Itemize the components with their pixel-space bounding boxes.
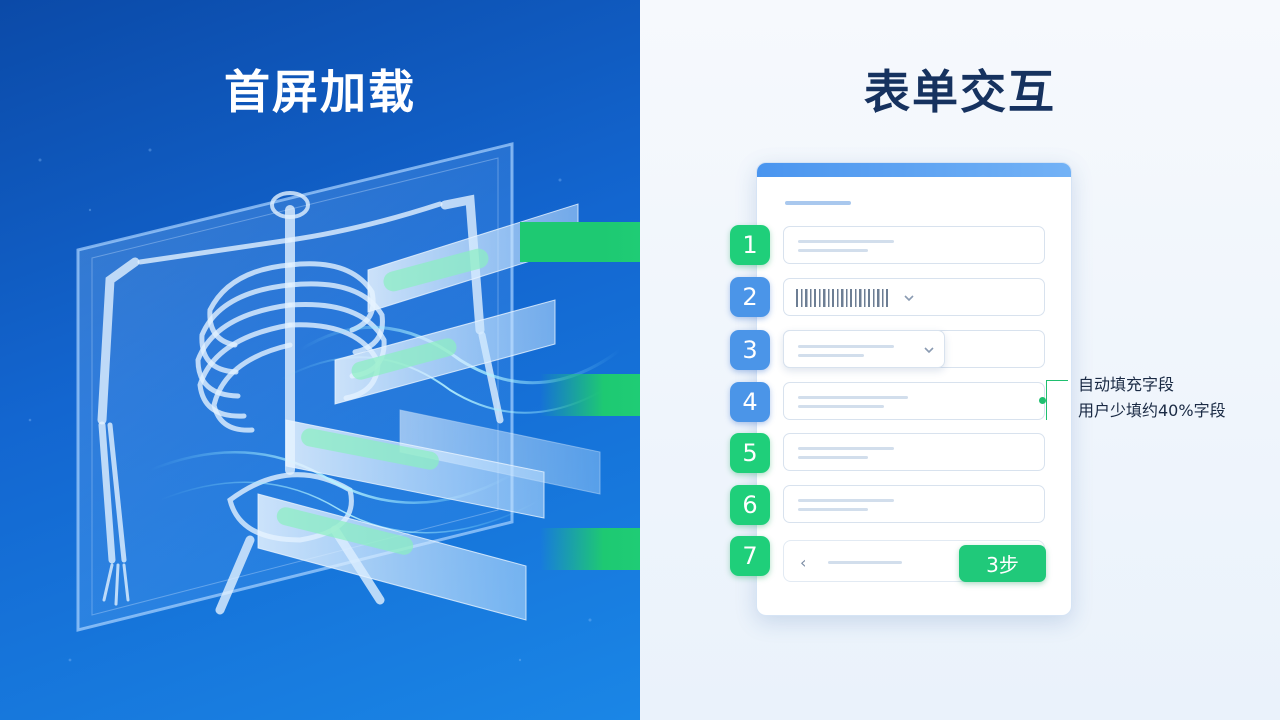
step-badge-7: 7 (730, 536, 770, 576)
form-interaction-title: 表单交互 (864, 65, 1056, 119)
step-badge-6: 6 (730, 485, 770, 525)
form-card-topbar (757, 163, 1071, 177)
barcode-placeholder (796, 289, 888, 307)
form-field-4-autofilled[interactable] (783, 382, 1045, 420)
form-field-2-select[interactable] (783, 278, 1045, 316)
first-screen-title: 首屏加载 (224, 65, 416, 119)
step-badge-4: 4 (730, 382, 770, 422)
chevron-down-icon (924, 347, 934, 354)
annotation-dot (1039, 397, 1046, 404)
chevron-down-icon (904, 295, 914, 302)
step-badge-5: 5 (730, 433, 770, 473)
annotation-line-1: 自动填充字段 (1078, 375, 1175, 394)
first-screen-loading-panel: 首屏加载 (0, 0, 640, 720)
form-field-1[interactable] (783, 226, 1045, 264)
annotation-line-2: 用户少填约40%字段 (1078, 401, 1226, 420)
chevron-left-icon[interactable]: ‹ (800, 553, 807, 572)
nav-progress-placeholder (828, 561, 902, 564)
annotation-connector (1046, 380, 1068, 420)
step-badge-3: 3 (730, 330, 770, 370)
skeleton-xray-illustration (28, 142, 640, 662)
form-interaction-panel: 表单交互 1 2 3 4 5 6 7 (640, 0, 1280, 720)
step-badge-2: 2 (730, 277, 770, 317)
form-field-6[interactable] (783, 485, 1045, 523)
form-field-3-dropdown[interactable] (783, 330, 945, 368)
form-field-5[interactable] (783, 433, 1045, 471)
step-badge-1: 1 (730, 225, 770, 265)
step-next-button[interactable]: 3步 (959, 545, 1046, 582)
form-card-heading-placeholder (785, 201, 851, 205)
autofill-annotation: 自动填充字段 用户少填约40%字段 (1078, 372, 1226, 424)
